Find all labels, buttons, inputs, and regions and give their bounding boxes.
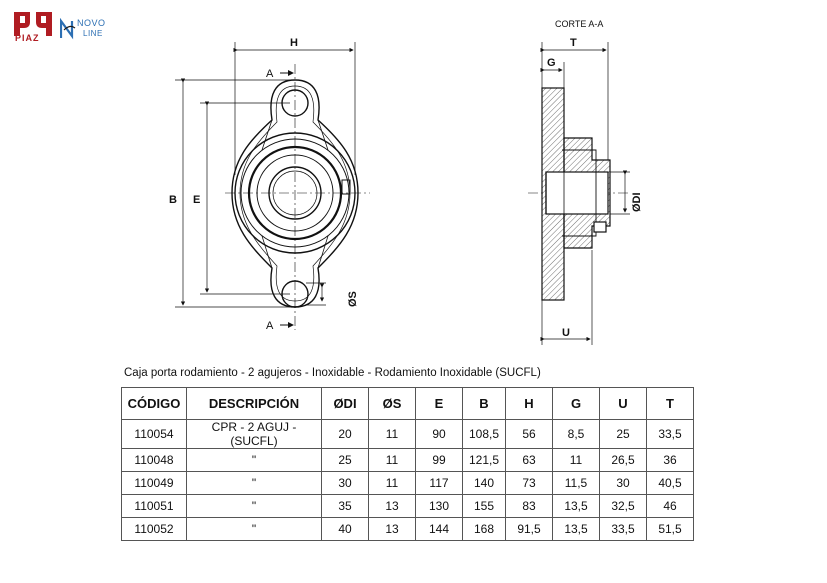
cell-di: 35 [321,494,369,518]
cell-b: 121,5 [462,448,506,472]
label-g: G [547,57,556,69]
label-u: U [562,327,570,339]
header-g: G [552,387,600,420]
cell-h: 91,5 [505,517,553,541]
cell-e: 130 [415,494,463,518]
cell-u: 26,5 [599,448,647,472]
novoline-logo [60,18,76,40]
header-e: E [415,387,463,420]
piaz-logo-text: PIAZ [15,33,40,43]
cell-s: 11 [368,448,416,472]
cell-codigo: 110052 [121,517,187,541]
header-s: ØS [368,387,416,420]
header-u: U [599,387,647,420]
label-t: T [570,37,577,49]
cell-di: 20 [321,419,369,449]
cell-e: 144 [415,517,463,541]
cell-descripcion: CPR - 2 AGUJ - (SUCFL) [186,419,322,449]
cell-e: 117 [415,471,463,495]
cell-u: 33,5 [599,517,647,541]
header-b: B [462,387,506,420]
front-dimensions [175,42,356,328]
cell-s: 13 [368,517,416,541]
label-h: H [290,37,298,49]
label-a-bottom: A [266,320,274,332]
cell-codigo: 110048 [121,448,187,472]
cell-g: 11 [552,448,600,472]
cell-t: 40,5 [646,471,694,495]
cell-codigo: 110051 [121,494,187,518]
cell-b: 140 [462,471,506,495]
cell-e: 90 [415,419,463,449]
cell-codigo: 110054 [121,419,187,449]
table-row: 110048 " 25 11 99 121,5 63 11 26,5 36 [121,448,694,472]
header-t: T [646,387,694,420]
cell-h: 83 [505,494,553,518]
cell-b: 108,5 [462,419,506,449]
table-header-row: CÓDIGO DESCRIPCIÓN ØDI ØS E B H G U T [121,387,694,420]
cell-di: 40 [321,517,369,541]
header-di: ØDI [321,387,369,420]
section-view [528,87,630,301]
cell-g: 11,5 [552,471,600,495]
cell-descripcion: " [186,471,322,495]
cell-descripcion: " [186,448,322,472]
cell-codigo: 110049 [121,471,187,495]
cell-descripcion: " [186,494,322,518]
label-a-top: A [266,68,274,80]
section-dimensions [540,42,630,345]
piaz-logo [14,12,52,36]
table-row: 110049 " 30 11 117 140 73 11,5 30 40,5 [121,471,694,495]
table-caption: Caja porta rodamiento - 2 agujeros - Ino… [124,367,541,379]
table-row: 110051 " 35 13 130 155 83 13,5 32,5 46 [121,494,694,518]
cell-u: 25 [599,419,647,449]
cell-h: 63 [505,448,553,472]
label-s: ØS [347,291,359,307]
line-logo-text: LINE [83,29,103,38]
cell-s: 11 [368,471,416,495]
cell-h: 73 [505,471,553,495]
header-h: H [505,387,553,420]
cell-s: 11 [368,419,416,449]
label-di: ØDI [631,192,643,212]
section-title: CORTE A-A [555,19,603,29]
technical-drawing: H B E A A ØS CORTE A-A T G ØDI U [169,19,643,345]
cell-di: 25 [321,448,369,472]
front-view [225,64,370,330]
cell-t: 51,5 [646,517,694,541]
cell-b: 168 [462,517,506,541]
cell-h: 56 [505,419,553,449]
cell-t: 36 [646,448,694,472]
specifications-table: CÓDIGO DESCRIPCIÓN ØDI ØS E B H G U T 11… [121,387,694,541]
cell-u: 30 [599,471,647,495]
cell-b: 155 [462,494,506,518]
label-e: E [193,194,200,206]
cell-g: 13,5 [552,494,600,518]
cell-s: 13 [368,494,416,518]
label-b: B [169,194,177,206]
cell-t: 46 [646,494,694,518]
table-row: 110052 " 40 13 144 168 91,5 13,5 33,5 51… [121,517,694,541]
cell-g: 13,5 [552,517,600,541]
cell-e: 99 [415,448,463,472]
cell-t: 33,5 [646,419,694,449]
header-descripcion: DESCRIPCIÓN [186,387,322,420]
cell-descripcion: " [186,517,322,541]
table-row: 110054 CPR - 2 AGUJ - (SUCFL) 20 11 90 1… [121,419,694,449]
cell-di: 30 [321,471,369,495]
header-codigo: CÓDIGO [121,387,187,420]
cell-u: 32,5 [599,494,647,518]
cell-g: 8,5 [552,419,600,449]
novo-logo-text: NOVO [77,18,106,28]
